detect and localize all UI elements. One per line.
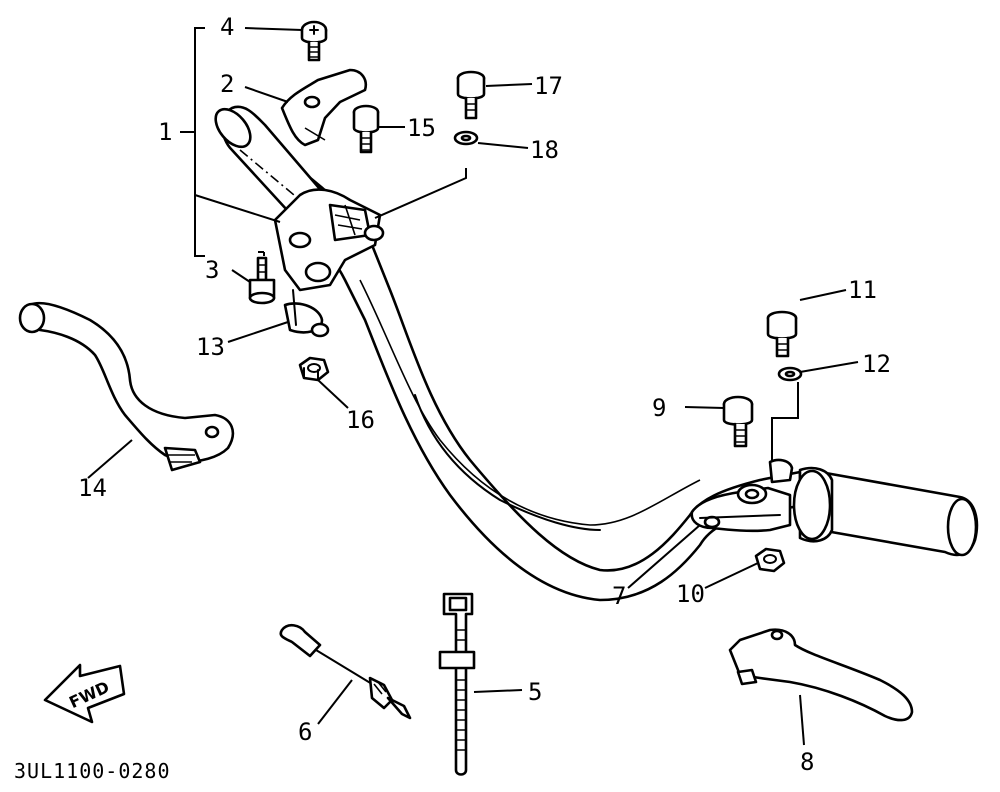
washer-18	[453, 130, 479, 146]
screw-4	[300, 20, 328, 62]
callout-1: 1	[158, 118, 172, 146]
callout-7: 7	[612, 582, 626, 610]
callout-13: 13	[196, 333, 225, 361]
callout-4: 4	[220, 13, 234, 41]
nut-16	[298, 356, 330, 382]
cable-probe	[279, 623, 412, 720]
diagram-code: 3UL1100-0280	[14, 759, 171, 783]
callout-3: 3	[205, 256, 219, 284]
callout-6: 6	[298, 718, 312, 746]
forward-arrow-icon: FWD	[43, 663, 126, 724]
callout-9: 9	[652, 394, 666, 422]
bolt-9	[722, 395, 754, 448]
right-grip	[792, 466, 979, 557]
callout-15: 15	[407, 114, 436, 142]
callout-5: 5	[528, 678, 542, 706]
leader-lines	[87, 27, 859, 746]
callout-16: 16	[346, 406, 375, 434]
bolt-15	[352, 104, 380, 154]
nut-10	[754, 547, 786, 573]
left-lever	[18, 301, 235, 472]
callout-14: 14	[78, 474, 107, 502]
left-lever-holder	[273, 188, 385, 338]
callout-2: 2	[220, 70, 234, 98]
right-lever-holder	[690, 458, 794, 533]
washer-12	[777, 366, 803, 382]
callout-10: 10	[676, 580, 705, 608]
bolt-17	[456, 70, 486, 120]
bracket	[280, 68, 368, 147]
cable-tie	[438, 592, 476, 776]
callout-11: 11	[848, 276, 877, 304]
right-lever	[728, 628, 914, 722]
callout-8: 8	[800, 748, 814, 776]
bolt-3	[248, 256, 276, 305]
callout-17: 17	[534, 72, 563, 100]
callout-12: 12	[862, 350, 891, 378]
callout-18: 18	[530, 136, 559, 164]
bolt-11	[766, 310, 798, 358]
callout-labels: 4 2 1 3 15 17 18 13 16 14 11 12 9 7 10 5…	[78, 13, 891, 776]
